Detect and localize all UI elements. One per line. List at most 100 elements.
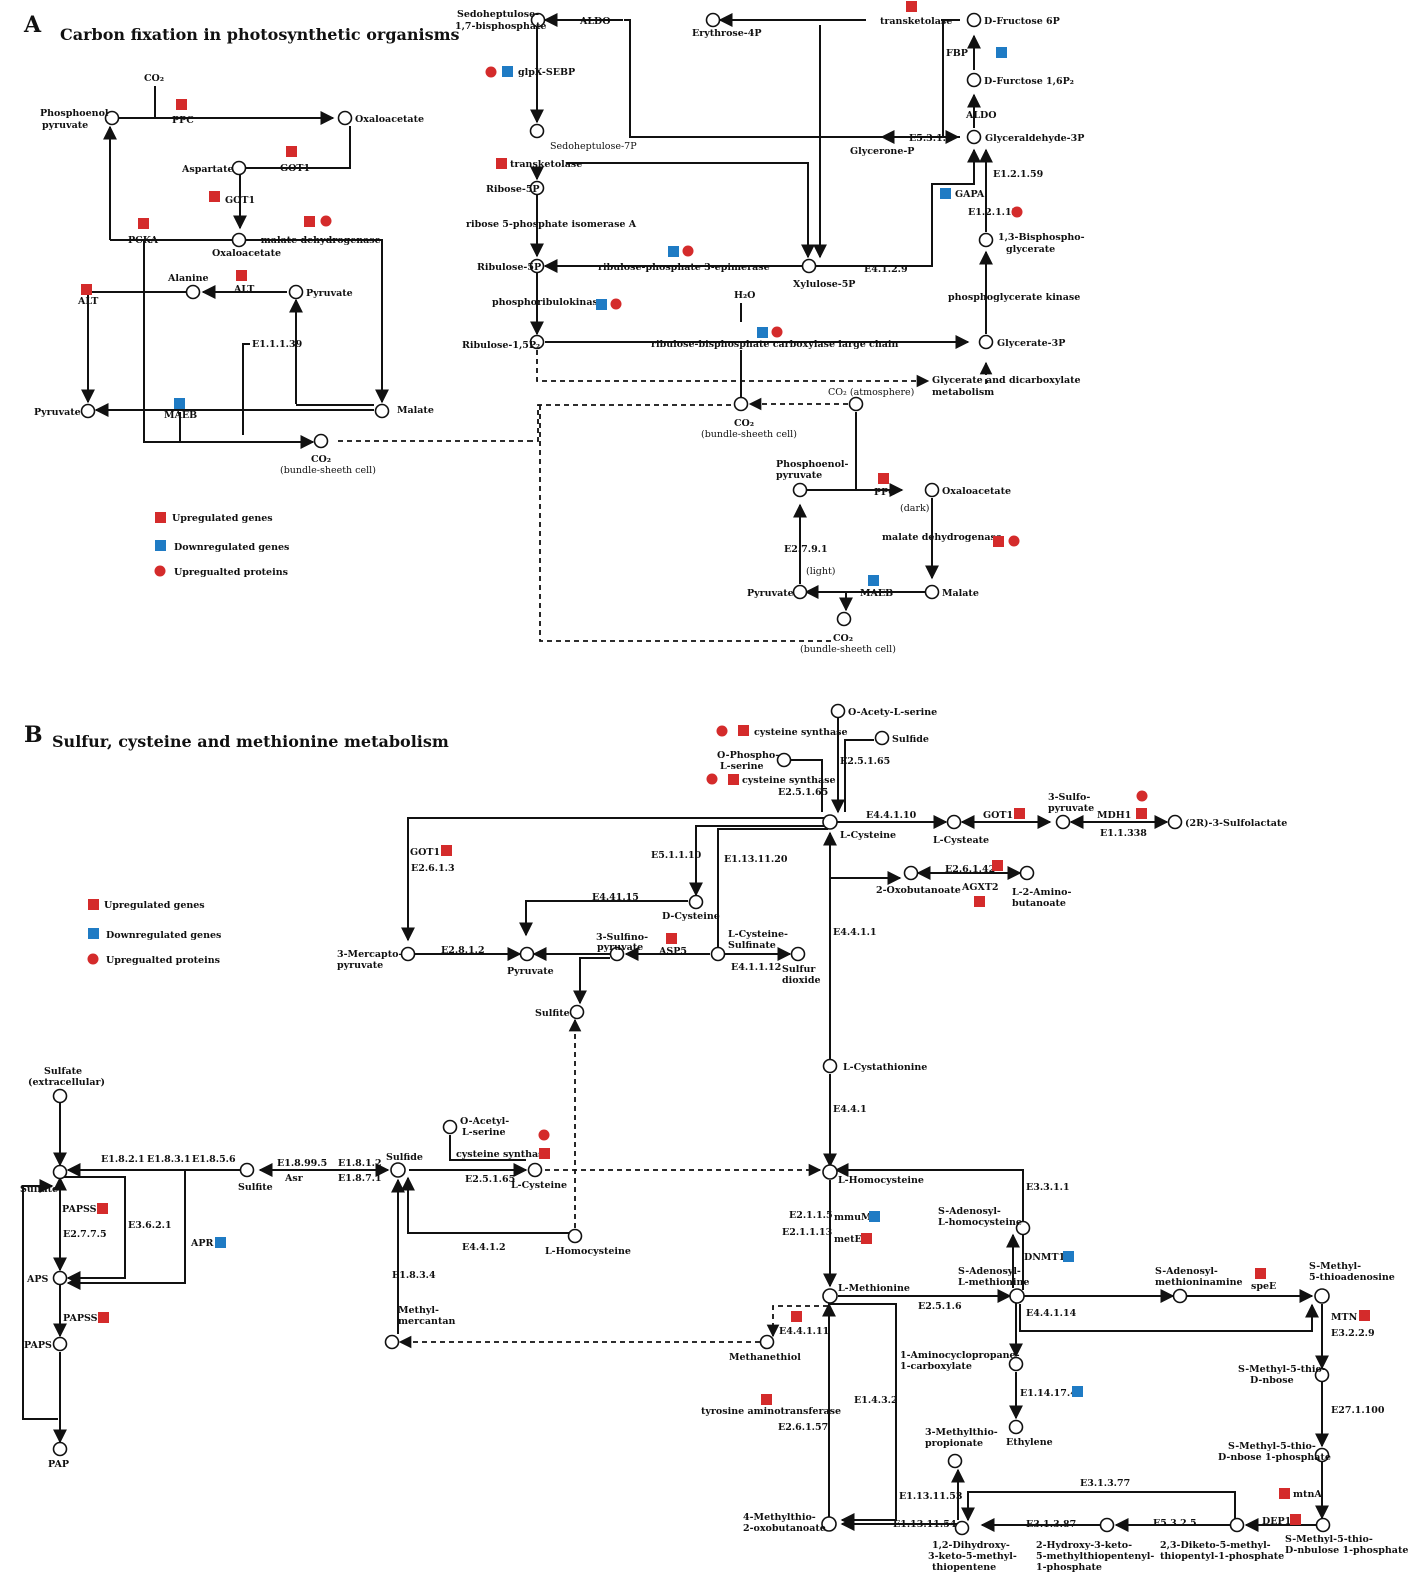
node-l-cysteate xyxy=(946,814,962,830)
label-methyl: Methyl- xyxy=(398,1305,439,1316)
node-l-cysteine xyxy=(822,814,838,830)
label-l-cysteine: L-Cysteine xyxy=(840,830,896,841)
marker-up-gene xyxy=(906,1,917,12)
label-sulfolactate: (2R)-3-Sulfolactate xyxy=(1185,818,1287,829)
enzyme-ribose-5-phosphate-isomerase: ribose 5-phosphate isomerase A xyxy=(466,219,637,230)
enzyme-gapa: GAPA xyxy=(955,189,985,200)
node-3-sulfopyruvate xyxy=(1055,814,1071,830)
panel-a-title: Carbon fixation in photosynthetic organi… xyxy=(60,25,460,44)
marker-up-gene xyxy=(992,860,1003,871)
node-paps xyxy=(52,1336,68,1352)
node-glyceraldehyde-3p xyxy=(966,129,982,145)
label-sulfide-2: Sulfide xyxy=(386,1152,423,1163)
label-sulfite-2: Sulfite xyxy=(238,1182,273,1193)
marker-up-protein xyxy=(1011,206,1023,218)
node-alanine xyxy=(185,284,201,300)
label-malate: Malate xyxy=(397,405,434,416)
marker-up-gene xyxy=(496,158,507,169)
node-ribose-5p xyxy=(529,180,545,196)
label-co2-bs-cell: (bundle-sheeth cell) xyxy=(280,465,376,476)
enzyme-e4-4-1: E4.4.1 xyxy=(833,1104,867,1115)
node-sedoheptulose-7p xyxy=(529,123,545,139)
label-h2o: H₂O xyxy=(734,290,755,301)
node-pyruvate xyxy=(288,284,304,300)
node-l-cysteine-sulfinate xyxy=(710,946,726,962)
node-d-fructose-6p xyxy=(966,12,982,28)
enzyme-asr: Asr xyxy=(284,1173,304,1184)
enzyme-e3-2-2-9: E3.2.2.9 xyxy=(1331,1328,1375,1339)
legend-up-protein-swatch xyxy=(87,953,99,965)
node-ribulose-5p xyxy=(529,258,545,274)
enzyme-dep1: DEP1 xyxy=(1262,1516,1291,1527)
enzyme-e3-3-1-1: E3.3.1.1 xyxy=(1026,1182,1070,1193)
node-aspartate xyxy=(231,160,247,176)
label-oxaloacetate-3: Oxaloacetate xyxy=(942,486,1011,497)
node-sedoheptulose-bisphosphate xyxy=(530,12,546,28)
node-3-sulfinopyruvate xyxy=(609,946,625,962)
marker-down-gene xyxy=(1072,1386,1083,1397)
label-l-cystathionine: L-Cystathionine xyxy=(843,1062,927,1073)
enzyme-maeb: MAEB xyxy=(164,410,197,421)
label-l-methionine: L-Methionine xyxy=(838,1283,910,1294)
enzyme-e4-1-1-12: E4.1.1.12 xyxy=(731,962,781,973)
marker-up-protein xyxy=(538,1129,550,1141)
marker-up-gene xyxy=(441,845,452,856)
label-3-mercapto: 3-Mercapto- xyxy=(337,949,402,960)
enzyme-phosphoglycerate-kinase: phosphoglycerate kinase xyxy=(948,292,1080,303)
node-l-2-aminobutanoate xyxy=(1019,865,1035,881)
legend-up-genes: Upregulated genes xyxy=(104,900,205,911)
enzyme-aldo-2: ALDO xyxy=(965,110,997,121)
legend-down-genes: Downregulated genes xyxy=(106,930,221,941)
enzyme-mmum: mmuM xyxy=(834,1212,872,1223)
node-4-methylthio-2-oxobutanoate xyxy=(821,1516,837,1532)
enzyme-e1-8-3-1: E1.8.3.1 xyxy=(147,1154,191,1165)
node-methanethiol xyxy=(759,1334,775,1350)
panel-a-letter: A xyxy=(23,12,42,38)
label-d-cysteine: D-Cysteine xyxy=(662,911,720,922)
label-l-cysteate: L-Cysteate xyxy=(933,835,989,846)
node-3-methylthiopropionate xyxy=(947,1453,963,1469)
enzyme-e1-1-1-39: E1.1.1.39 xyxy=(252,339,303,350)
enzyme-cysteine-synthase: cysteine synthase xyxy=(754,727,848,738)
enzyme-e2-7-7-5: E2.7.7.5 xyxy=(63,1229,107,1240)
enzyme-ppc-2: PPC xyxy=(874,487,896,498)
enzyme-mdh1: MDH1 xyxy=(1097,810,1131,821)
label-dioxide: dioxide xyxy=(782,975,821,986)
node-o-phospho-l-serine xyxy=(776,752,792,768)
enzyme-tyrosine-aminotransferase: tyrosine aminotransferase xyxy=(701,1406,841,1417)
node-s-methyl-thio-ribose xyxy=(1314,1367,1330,1383)
enzyme-e3-1-3-87: E3.1.3.87 xyxy=(1026,1519,1076,1530)
enzyme-spee: speE xyxy=(1251,1281,1276,1292)
enzyme-e1-8-2-1: E1.8.2.1 xyxy=(101,1154,145,1165)
marker-up-gene xyxy=(209,191,220,202)
enzyme-papss: PAPSS xyxy=(62,1204,97,1215)
enzyme-apr: APR xyxy=(190,1238,214,1249)
enzyme-e2-5-1-65-3: E2.5.1.65 xyxy=(465,1174,515,1185)
marker-down-gene xyxy=(869,1211,880,1222)
label-2-oxobutanoate-2: 2-oxobutanoate xyxy=(743,1523,826,1534)
panel-a: A Carbon fixation in photosynthetic orga… xyxy=(23,1,1085,655)
label-s-adenosyl-3: S-Adenosyl- xyxy=(1155,1266,1218,1277)
marker-down-gene xyxy=(174,398,185,409)
node-sulfite-2 xyxy=(239,1162,255,1178)
marker-up-gene xyxy=(878,473,889,484)
label-d-fructose-6p: D-Fructose 6P xyxy=(984,16,1060,27)
label-l-homocysteine-2: L-Homocysteine xyxy=(545,1246,631,1257)
node-sulfur-dioxide xyxy=(790,946,806,962)
enzyme-e2-1-1-5: E2.1.1.5 xyxy=(789,1210,833,1221)
panel-b: B Sulfur, cysteine and methionine metabo… xyxy=(20,703,1408,1573)
label-s-methyl-5-thio-3: S-Methyl-5-thio- xyxy=(1285,1534,1373,1545)
node-hydroxy-keto-methylthiopentenyl-phosphate xyxy=(1099,1517,1115,1533)
label-methylthiopentenyl: 5-methylthiopentenyl- xyxy=(1036,1551,1154,1562)
label-pap: PAP xyxy=(48,1459,69,1470)
enzyme-e1-13-11-54: E1.13.11.54 xyxy=(893,1519,957,1530)
node-xylulose-5p xyxy=(801,258,817,274)
label-glycerate-metabolism: Glycerate and dicarboxylate xyxy=(932,375,1081,386)
marker-up-protein xyxy=(682,245,694,257)
label-l-serine: L-serine xyxy=(720,761,764,772)
label-aspartate: Aspartate xyxy=(181,164,234,175)
marker-up-protein xyxy=(610,298,622,310)
enzyme-e1-2-1-12: E1.2.1.12 xyxy=(968,207,1018,218)
node-diketo-methylthiopentyl-phosphate xyxy=(1229,1517,1245,1533)
marker-up-protein xyxy=(706,773,718,785)
